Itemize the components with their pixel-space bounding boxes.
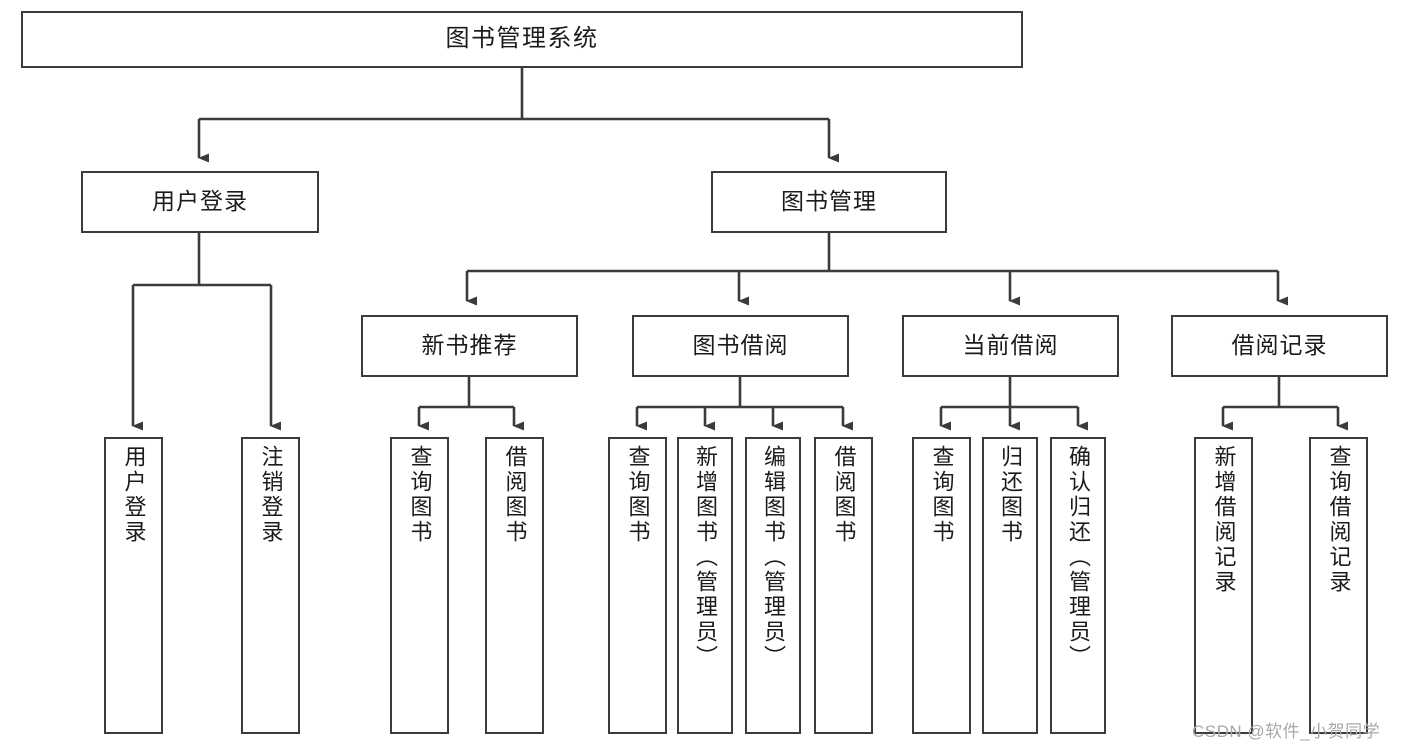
- leaf-borrow-edit-book-admin[interactable]: 编辑图书（管理员）: [745, 437, 801, 734]
- leaf-current-query-book[interactable]: 查询图书: [912, 437, 971, 734]
- node-new-book-recommend[interactable]: 新书推荐: [361, 315, 578, 377]
- node-label: 图书管理系统: [445, 25, 599, 53]
- node-label: 借阅图书: [502, 445, 528, 545]
- leaf-user-login-login[interactable]: 用户登录: [104, 437, 163, 734]
- node-label: 新增借阅记录: [1211, 445, 1237, 595]
- leaf-recommend-query-book[interactable]: 查询图书: [390, 437, 449, 734]
- node-label: 确认归还（管理员）: [1066, 445, 1091, 670]
- leaf-records-add-record[interactable]: 新增借阅记录: [1194, 437, 1253, 734]
- node-current-borrow[interactable]: 当前借阅: [902, 315, 1119, 377]
- node-book-borrow[interactable]: 图书借阅: [632, 315, 849, 377]
- node-label: 查询图书: [625, 445, 651, 545]
- node-label: 借阅记录: [1231, 332, 1328, 359]
- node-label: 新书推荐: [421, 332, 518, 359]
- node-label: 图书借阅: [692, 332, 789, 359]
- node-label: 用户登录: [121, 445, 147, 545]
- leaf-user-login-logout[interactable]: 注销登录: [241, 437, 300, 734]
- node-label: 用户登录: [152, 188, 248, 215]
- node-label: 查询借阅记录: [1326, 445, 1352, 595]
- node-root-system[interactable]: 图书管理系统: [21, 11, 1023, 68]
- watermark-text: CSDN @软件_小贺同学: [1192, 722, 1381, 741]
- leaf-current-confirm-return-admin[interactable]: 确认归还（管理员）: [1050, 437, 1106, 734]
- leaf-borrow-query-book[interactable]: 查询图书: [608, 437, 667, 734]
- node-label: 查询图书: [407, 445, 433, 545]
- node-label: 当前借阅: [962, 332, 1059, 359]
- node-label: 新增图书（管理员）: [693, 445, 718, 670]
- leaf-records-query-record[interactable]: 查询借阅记录: [1309, 437, 1368, 734]
- node-label: 图书管理: [781, 188, 877, 215]
- leaf-current-return-book[interactable]: 归还图书: [982, 437, 1038, 734]
- leaf-borrow-add-book-admin[interactable]: 新增图书（管理员）: [677, 437, 733, 734]
- node-label: 查询图书: [929, 445, 955, 545]
- node-label: 借阅图书: [831, 445, 857, 545]
- node-borrow-records[interactable]: 借阅记录: [1171, 315, 1388, 377]
- node-user-login[interactable]: 用户登录: [81, 171, 319, 233]
- node-label: 注销登录: [258, 445, 284, 545]
- node-label: 归还图书: [998, 445, 1023, 545]
- node-label: 编辑图书（管理员）: [761, 445, 786, 670]
- node-book-management[interactable]: 图书管理: [711, 171, 947, 233]
- leaf-recommend-borrow-book[interactable]: 借阅图书: [485, 437, 544, 734]
- leaf-borrow-borrow-book[interactable]: 借阅图书: [814, 437, 873, 734]
